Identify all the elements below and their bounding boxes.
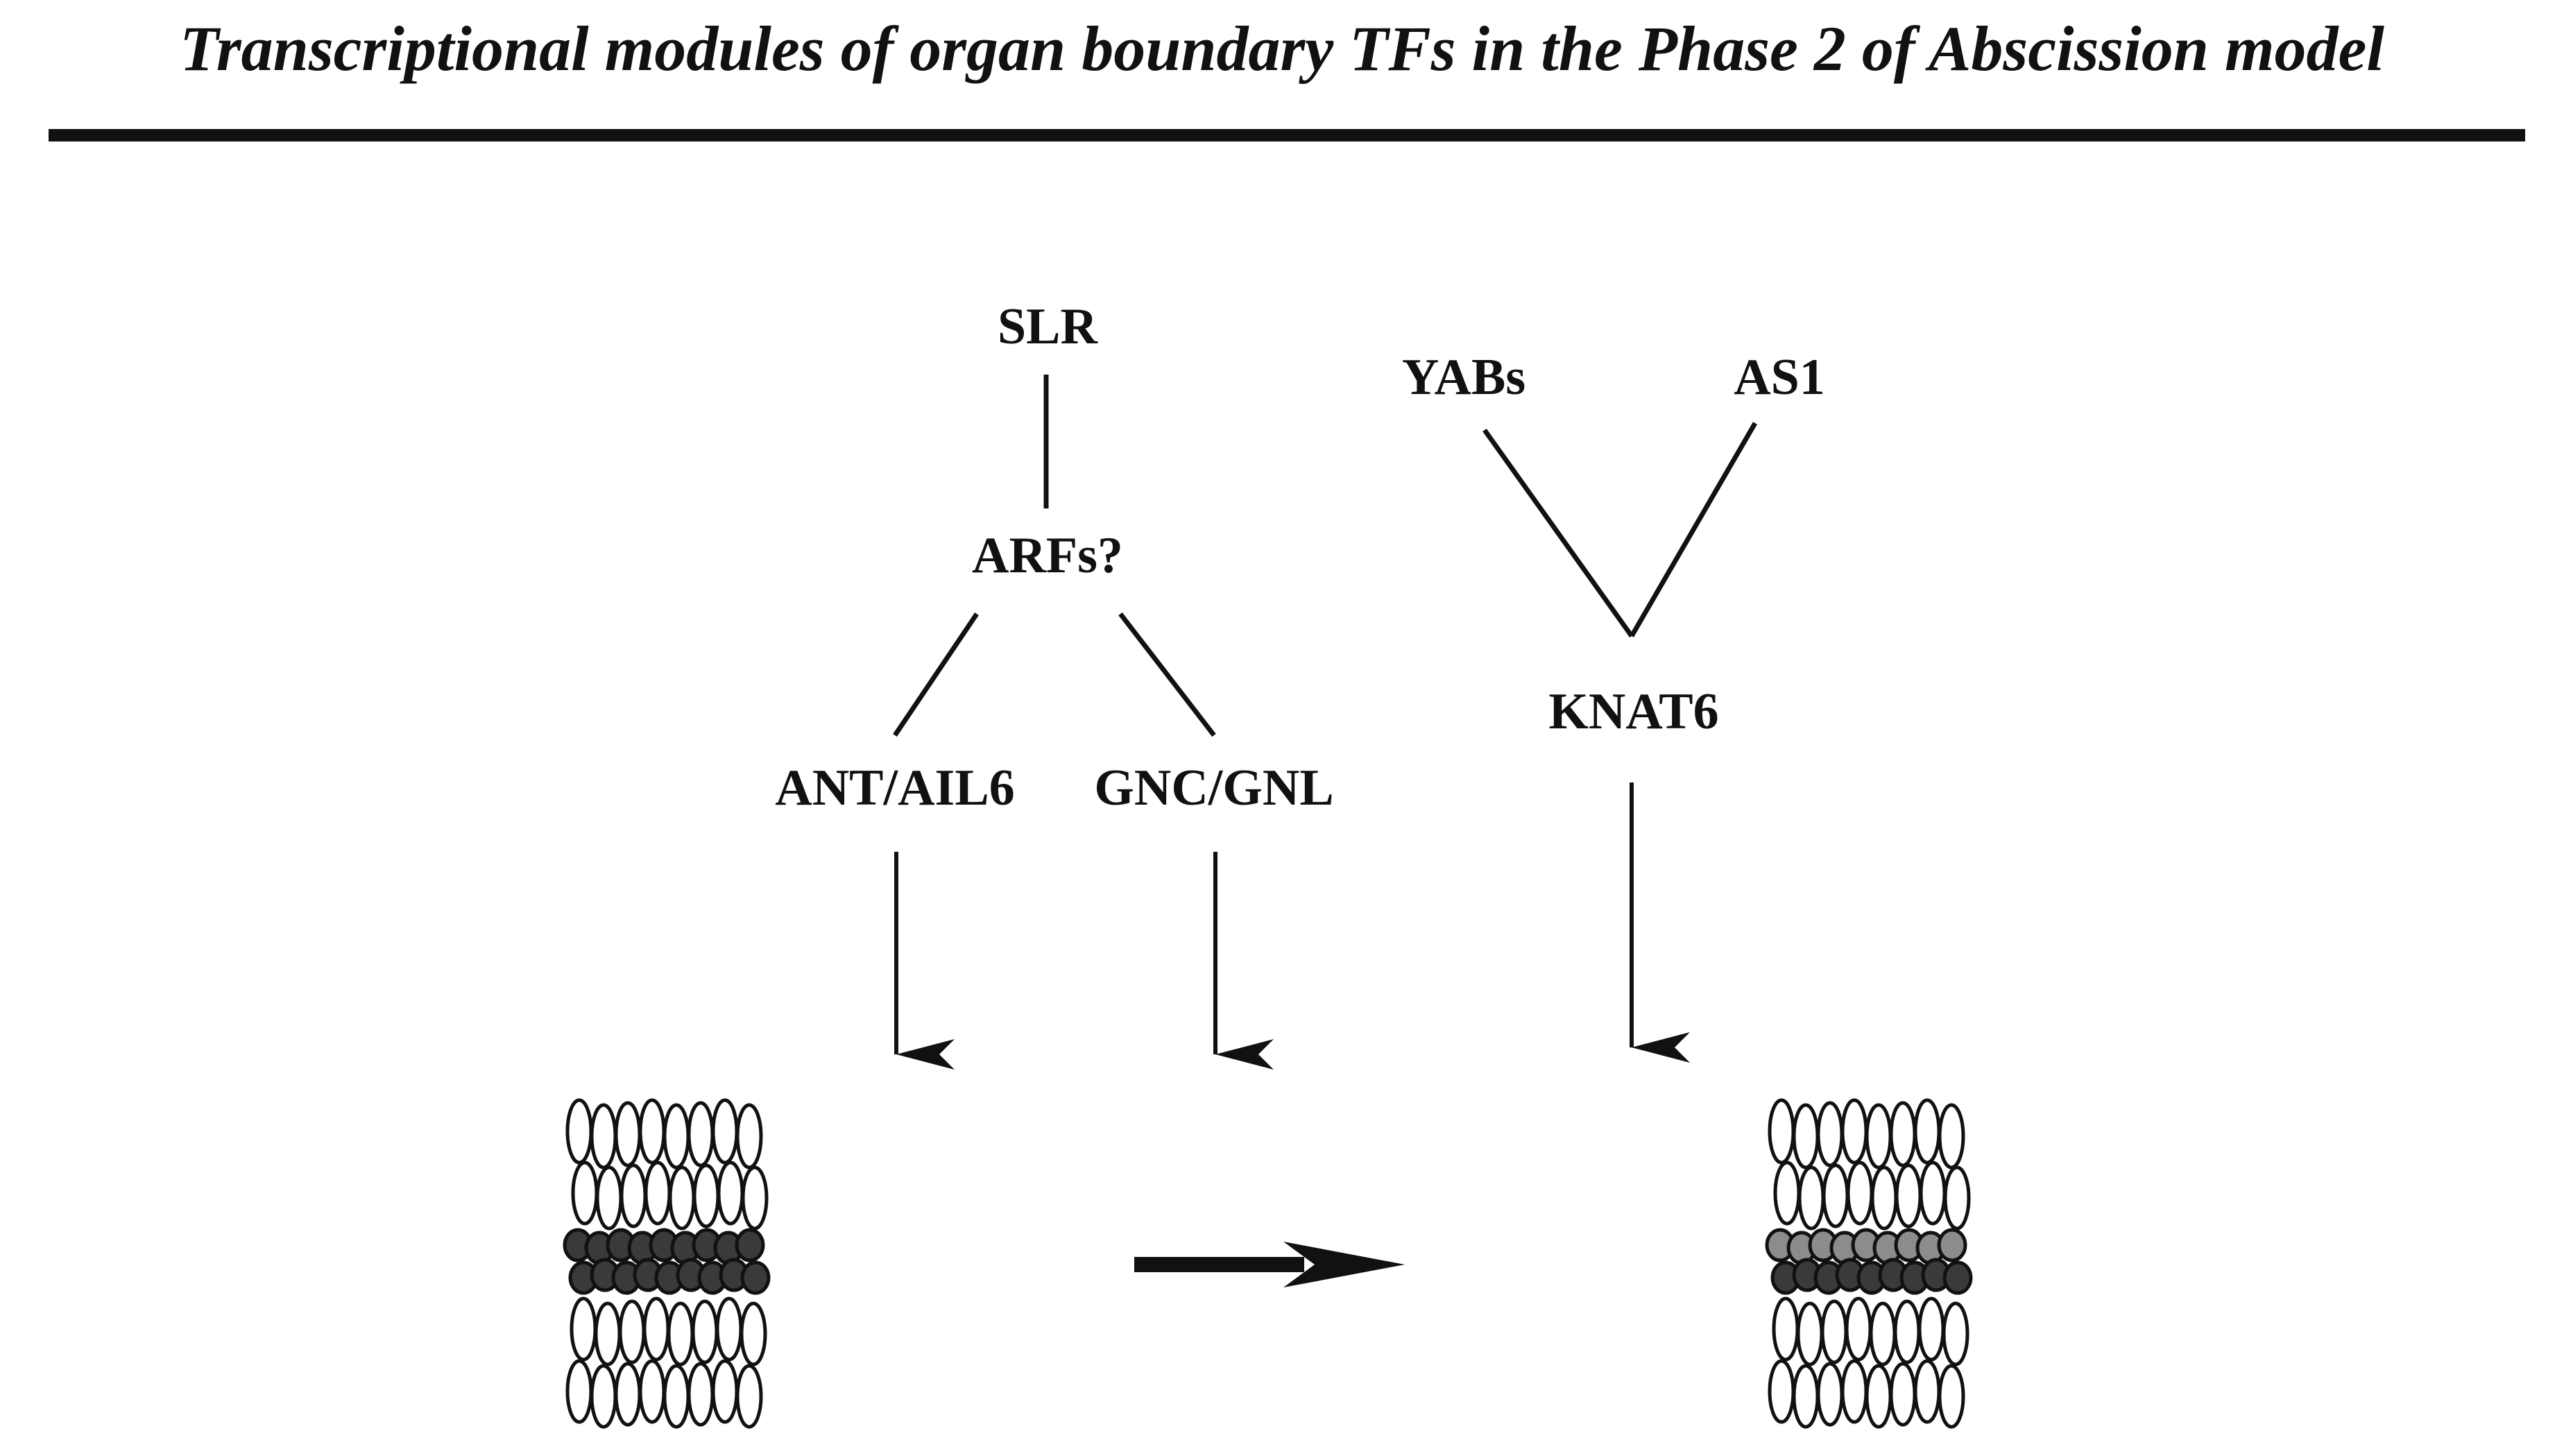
edge-as1-knat6 xyxy=(1629,422,1758,637)
tissue-cell xyxy=(1792,1364,1820,1429)
tissue-cell xyxy=(741,1165,769,1231)
tissue-cell xyxy=(565,1098,593,1165)
transition-arrow xyxy=(1134,1242,1405,1287)
tissue-cell xyxy=(1768,1098,1795,1165)
tissue-cell xyxy=(692,1163,720,1228)
tissue-cell xyxy=(687,1101,715,1167)
tissue-cell xyxy=(667,1301,694,1367)
edge-yabs-knat6 xyxy=(1482,428,1634,638)
tissue-cell xyxy=(717,1160,744,1226)
tissue-cell xyxy=(740,1301,767,1367)
tissue-cell xyxy=(1845,1296,1872,1362)
tissue-cell xyxy=(711,1359,739,1424)
tissue-cell xyxy=(590,1364,617,1429)
tissue-after-abscission xyxy=(1765,1098,1973,1429)
tissue-cell xyxy=(642,1296,670,1362)
tissue-cell xyxy=(638,1359,666,1424)
tissue-cell xyxy=(1865,1364,1892,1429)
edge-arfs-gnc xyxy=(1118,612,1216,737)
tissue-cell xyxy=(644,1160,672,1226)
abscission-zone-cell xyxy=(1942,1260,1973,1295)
tissue-cell xyxy=(1840,1098,1868,1165)
tissue-cell xyxy=(1913,1359,1941,1424)
node-yabs: YABs xyxy=(1402,349,1525,406)
tissue-cell xyxy=(1792,1103,1820,1170)
tissue-before-abscission xyxy=(563,1098,771,1429)
tissue-cell xyxy=(715,1296,743,1362)
tissue-cell xyxy=(1889,1362,1917,1427)
tissue-cell xyxy=(663,1364,690,1429)
node-knat6: KNAT6 xyxy=(1548,683,1718,740)
tissue-cell xyxy=(565,1359,593,1424)
tissue-cell xyxy=(570,1296,597,1362)
tissue-cell xyxy=(1816,1101,1844,1167)
tissue-cell xyxy=(595,1165,623,1231)
figure-title: Transcriptional modules of organ boundar… xyxy=(180,13,2384,84)
tissue-cell xyxy=(1895,1163,1922,1228)
tissue-cell xyxy=(1816,1362,1844,1427)
tissue-cell xyxy=(1796,1301,1824,1367)
tissue-cell xyxy=(668,1165,696,1231)
node-as1: AS1 xyxy=(1734,349,1825,406)
tissue-cell xyxy=(663,1103,690,1170)
tissue-cell xyxy=(711,1098,739,1165)
tissue-cell xyxy=(1889,1101,1917,1167)
tissue-cell xyxy=(1938,1103,1965,1170)
tissue-cell xyxy=(618,1299,646,1364)
tissue-cell xyxy=(1870,1165,1898,1231)
tissue-cell xyxy=(1917,1296,1945,1362)
tissue-cell xyxy=(1893,1299,1921,1364)
tissue-cell xyxy=(594,1301,622,1367)
tissue-cell xyxy=(614,1362,642,1427)
tissue-cell xyxy=(619,1163,647,1228)
node-slr: SLR xyxy=(998,298,1099,355)
tissue-cell xyxy=(638,1098,666,1165)
abscission-zone-cell xyxy=(735,1228,765,1262)
tissue-cell xyxy=(614,1101,642,1167)
node-gnc-gnl: GNC/GNL xyxy=(1094,760,1333,816)
node-ant-ail6: ANT/AIL6 xyxy=(775,760,1014,816)
tissue-cell xyxy=(687,1362,715,1427)
tissue-cell xyxy=(1822,1163,1849,1228)
tissue-cell xyxy=(590,1103,617,1170)
tissue-cell xyxy=(1869,1301,1897,1367)
tissue-cell xyxy=(1846,1160,1874,1226)
tissue-cell xyxy=(1797,1165,1825,1231)
tissue-cell xyxy=(1942,1301,1969,1367)
tissue-cell xyxy=(571,1160,599,1226)
tissue-cell xyxy=(1919,1160,1947,1226)
tissue-cell xyxy=(1820,1299,1848,1364)
node-arfs: ARFs? xyxy=(972,527,1123,584)
tissue-cell xyxy=(1865,1103,1892,1170)
abscission-zone-cell xyxy=(1937,1228,1967,1262)
tissue-cell xyxy=(735,1364,763,1429)
tissue-cell xyxy=(735,1103,763,1170)
tissue-cell xyxy=(1772,1296,1800,1362)
title-rule xyxy=(49,129,2525,142)
edge-arfs-ant xyxy=(893,613,979,737)
tissue-cell xyxy=(1943,1165,1971,1231)
abscission-zone-cell xyxy=(740,1260,771,1295)
tissue-cell xyxy=(1913,1098,1941,1165)
tissue-cell xyxy=(1773,1160,1801,1226)
tissue-cell xyxy=(1938,1364,1965,1429)
tissue-cell xyxy=(1840,1359,1868,1424)
tissue-cell xyxy=(691,1299,719,1364)
tissue-cell xyxy=(1768,1359,1795,1424)
